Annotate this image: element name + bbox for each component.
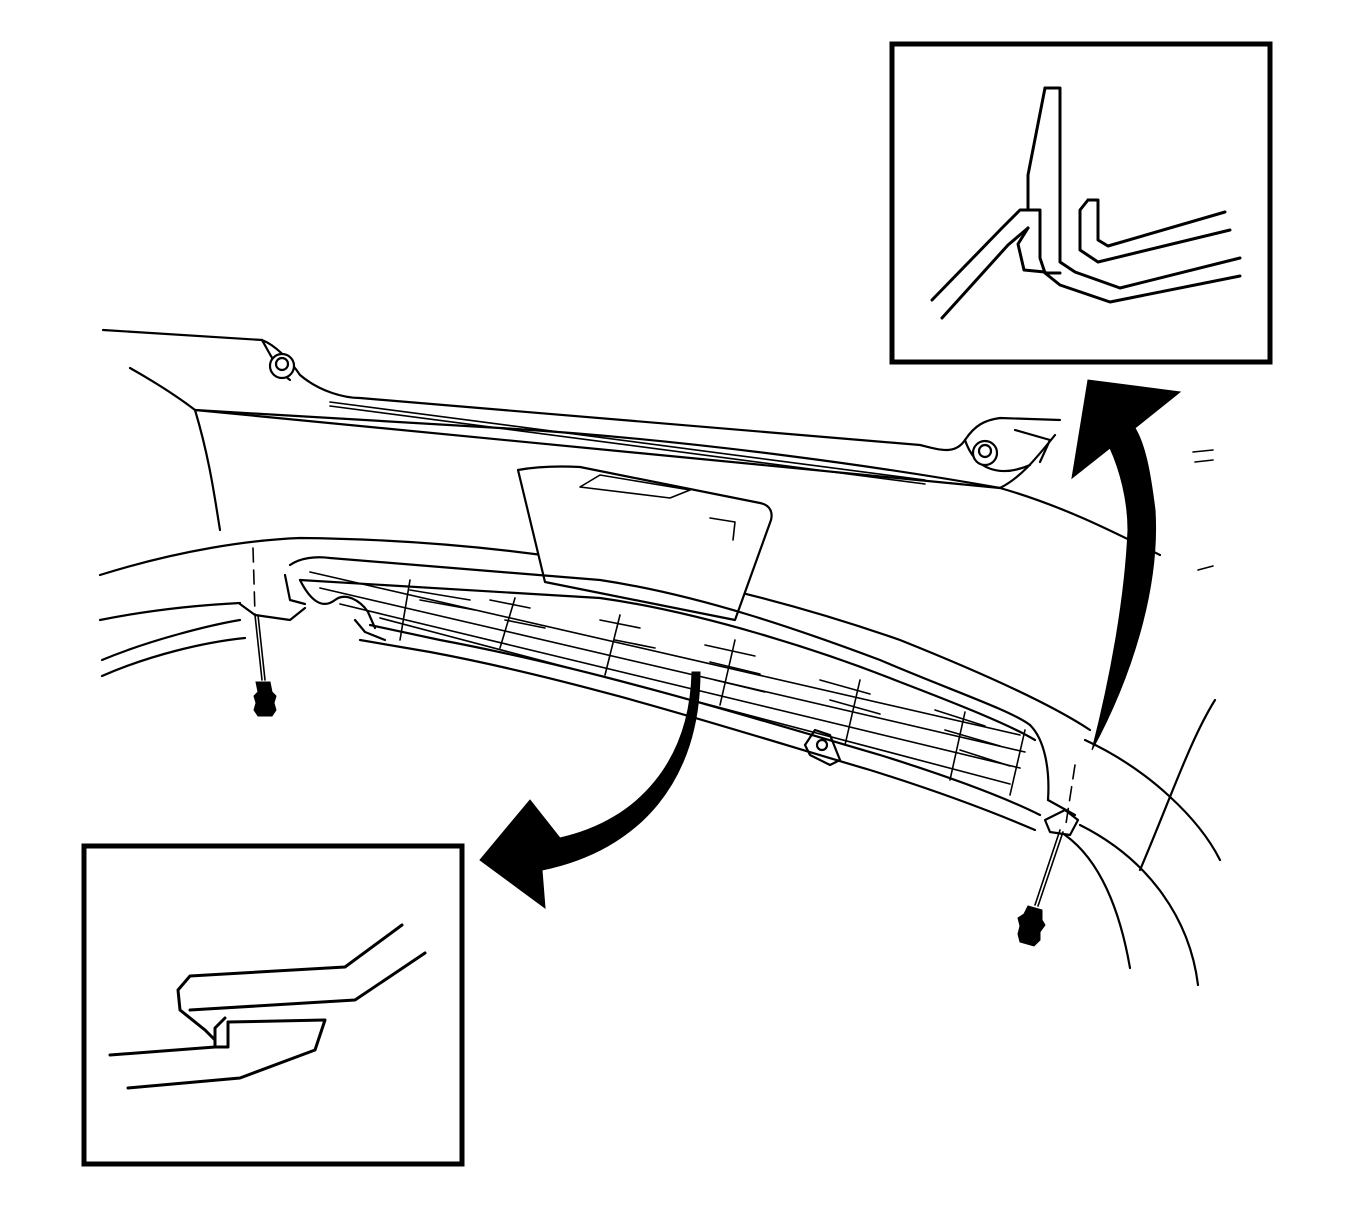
curved-arrow-icon [479,671,701,910]
grille-ribs [399,579,1026,796]
push-pin-retainer-icon [253,681,277,717]
upper-mounting-boss-left [260,338,296,382]
bumper-fascia [98,328,1222,987]
license-plate-bracket [516,465,773,622]
upper-mounting-boss-right [963,428,1052,473]
push-pin-retainer-left [252,547,277,717]
push-pin-retainer-right [1017,764,1076,947]
push-pin-retainer-icon [1017,905,1046,947]
detail-view-upper-clip [889,41,1273,365]
curved-arrow-icon [1071,379,1182,751]
lower-grille-valance [238,556,1080,837]
detail-view-lower-clip [81,843,465,1167]
